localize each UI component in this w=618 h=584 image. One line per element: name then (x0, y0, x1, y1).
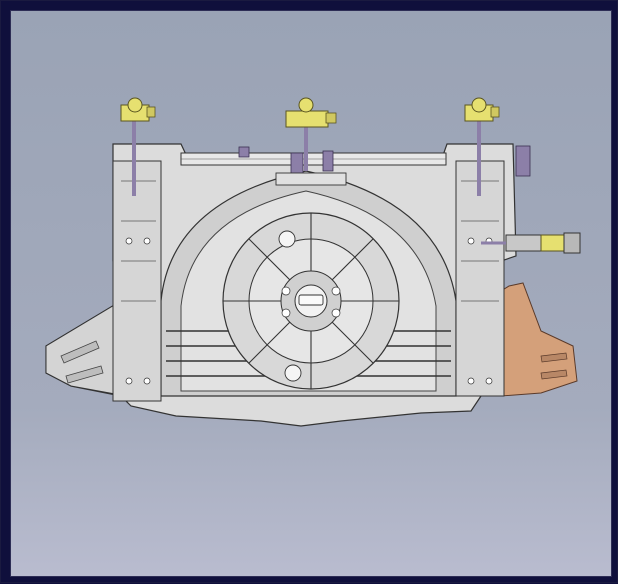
left-upright (112, 160, 162, 402)
locating-pins (238, 145, 531, 177)
left-clamp[interactable] (120, 97, 156, 196)
right-upright (455, 160, 505, 397)
bracket-slot (540, 352, 568, 363)
right-side-bracket[interactable] (500, 282, 578, 397)
left-wing-slot (65, 365, 104, 384)
left-wing-slot (60, 340, 100, 364)
spare-wheel (222, 212, 400, 390)
right-clamp[interactable] (464, 97, 500, 196)
top-pad (275, 172, 347, 186)
center-clamp[interactable] (285, 97, 337, 171)
bracket-slot (540, 369, 568, 380)
side-clamp[interactable] (481, 232, 581, 254)
